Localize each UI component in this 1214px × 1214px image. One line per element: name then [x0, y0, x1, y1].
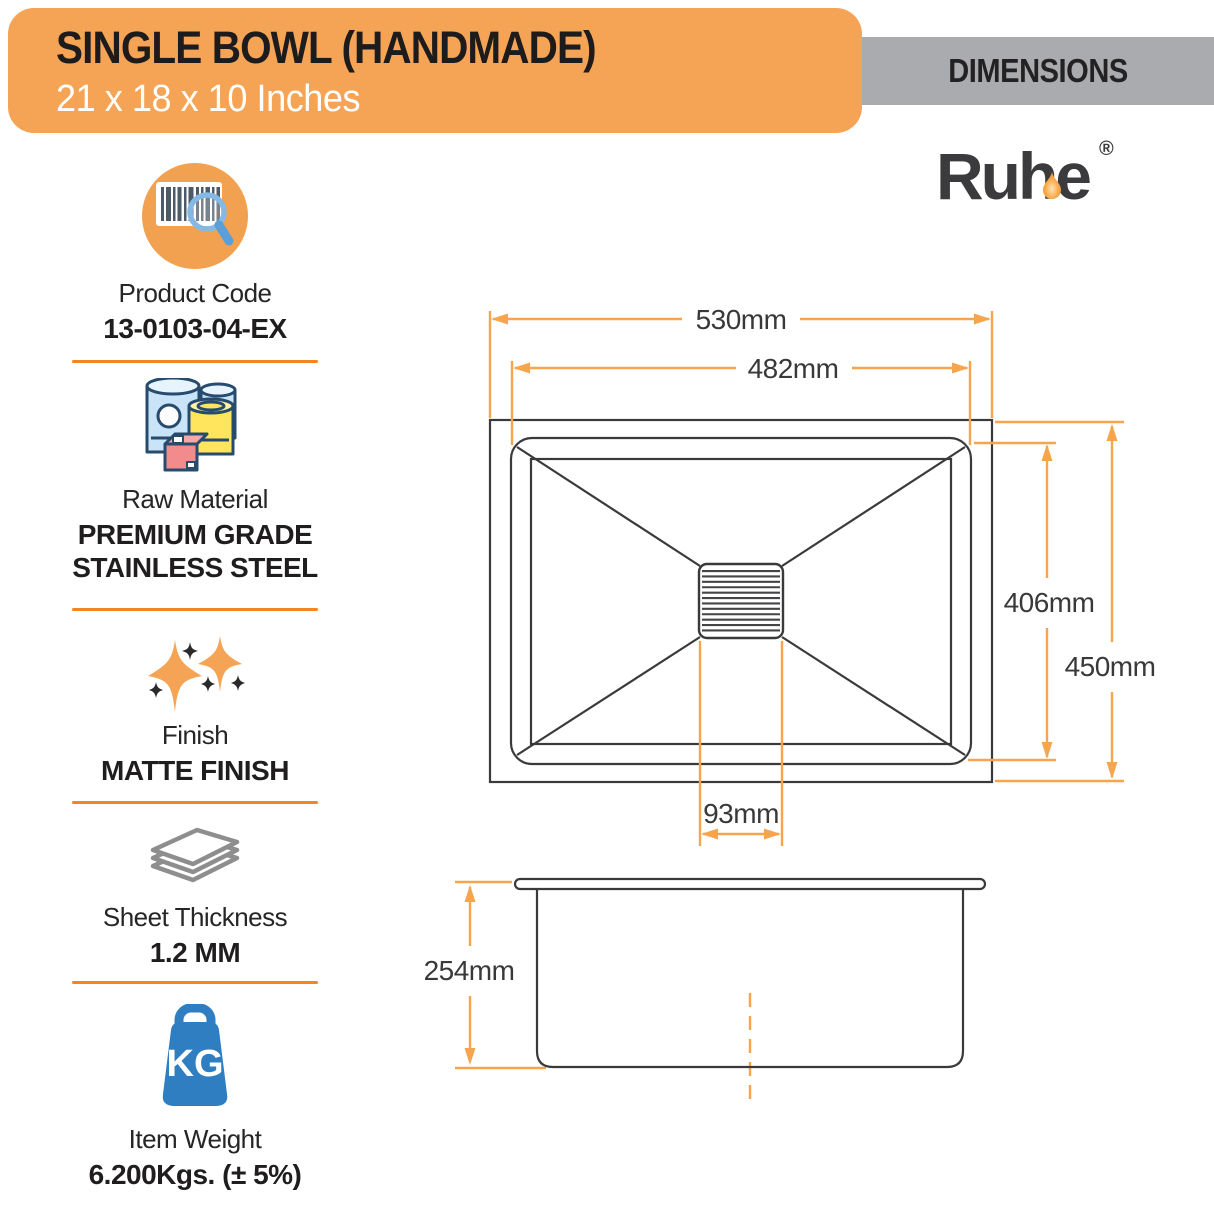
divider — [72, 608, 318, 611]
spec-label: Sheet Thickness — [102, 902, 288, 932]
spec-label: Finish — [161, 720, 229, 750]
dim-bowl-depth: 254mm — [424, 955, 515, 986]
brand-name: Ruhe — [936, 139, 1092, 213]
dim-outer-depth: 450mm — [1065, 651, 1156, 682]
dim-inner-width: 482mm — [748, 353, 839, 384]
sparkles-icon — [148, 636, 245, 712]
divider — [72, 360, 318, 363]
spec-label: Raw Material — [122, 484, 268, 514]
dimension-arrowheads — [464, 313, 1118, 1065]
spec-product-code: Product Code 13-0103-04-EX — [40, 160, 350, 345]
product-title: SINGLE BOWL (HANDMADE) — [56, 22, 597, 73]
spec-value: 6.200Kgs. (± 5%) — [88, 1159, 302, 1190]
product-size-subtitle: 21 x 18 x 10 Inches — [56, 78, 361, 120]
sink-top-view — [488, 418, 994, 784]
dim-outer-width: 530mm — [696, 304, 787, 335]
spec-value: MATTE FINISH — [101, 755, 289, 786]
dim-inner-depth: 406mm — [1004, 587, 1095, 618]
sink-side-view — [513, 877, 987, 1069]
weight-kg-icon: KG — [162, 1004, 228, 1106]
spec-value: 1.2 MM — [149, 937, 241, 968]
divider — [72, 801, 318, 804]
spec-sheet-thickness: Sheet Thickness 1.2 MM — [40, 824, 350, 969]
product-title-banner: SINGLE BOWL (HANDMADE) 21 x 18 x 10 Inch… — [8, 8, 862, 133]
spec-item-weight: KG Item Weight 6.200Kgs. (± 5%) — [40, 1004, 350, 1191]
spec-value: 13-0103-04-EX — [103, 313, 287, 344]
divider — [72, 981, 318, 984]
drain-grate — [697, 562, 785, 640]
spec-label: Item Weight — [128, 1124, 262, 1154]
water-drop-icon — [1043, 172, 1061, 199]
spec-value: PREMIUM GRADE STAINLESS STEEL — [72, 519, 318, 583]
registered-mark: ® — [1099, 138, 1114, 160]
dim-drain-width: 93mm — [703, 798, 779, 829]
sheet-stack-icon — [150, 827, 240, 883]
spec-finish: Finish MATTE FINISH — [40, 634, 350, 787]
brand-logo: Ruhe ® — [936, 138, 1126, 213]
dimensions-banner: DIMENSIONS — [862, 37, 1214, 105]
barcode-search-icon — [142, 163, 248, 269]
raw-material-cans-icon — [145, 378, 237, 472]
dimension-lines — [455, 311, 1124, 1104]
dimensions-label: DIMENSIONS — [948, 52, 1128, 89]
kg-icon-label: KG — [167, 1043, 224, 1085]
spec-raw-material: Raw Material PREMIUM GRADE STAINLESS STE… — [40, 378, 350, 584]
spec-label: Product Code — [118, 278, 272, 308]
